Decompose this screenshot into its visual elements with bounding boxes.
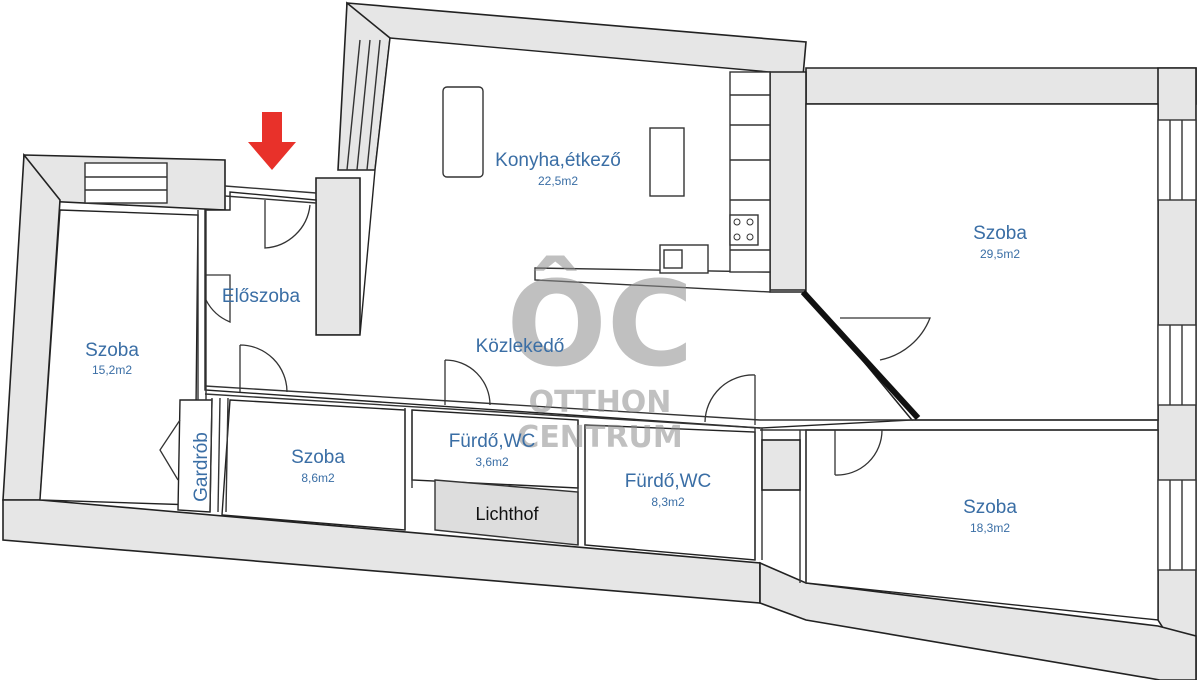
room-bottom-right-area: 18,3m2 <box>970 521 1010 535</box>
watermark: ÔC OTTHON CENTRUM <box>507 255 694 455</box>
living-large-name: Szoba <box>973 223 1027 244</box>
watermark-logo: ÔC <box>507 255 694 393</box>
kitchen-area: 22,5m2 <box>538 174 578 188</box>
bath-large-name: Fürdő,WC <box>625 471 712 492</box>
room-small-area: 8,6m2 <box>301 471 335 485</box>
stove <box>729 214 759 246</box>
kitchen-fixtures <box>442 86 759 274</box>
watermark-line2: CENTRUM <box>517 420 682 455</box>
interior-walls <box>84 39 1197 583</box>
watermark-line1: OTTHON <box>529 385 672 420</box>
living-large-area: 29,5m2 <box>980 247 1020 261</box>
dining-table <box>649 127 685 197</box>
doors <box>159 200 931 481</box>
room-left-name: Szoba <box>85 340 139 361</box>
room-small-name: Szoba <box>291 447 345 468</box>
room-labels: Konyha,étkező 22,5m2 Szoba 29,5m2 Előszo… <box>85 150 1027 535</box>
bath-small-name: Fürdő,WC <box>449 431 536 452</box>
room-left-area: 15,2m2 <box>92 363 132 377</box>
corridor-name: Közlekedő <box>476 336 565 357</box>
red-arrow-down-icon <box>248 112 296 170</box>
kitchen-name: Konyha,étkező <box>495 150 621 171</box>
room-bottom-right-name: Szoba <box>963 497 1017 518</box>
bath-large-area: 8,3m2 <box>651 495 685 509</box>
lichthof-name: Lichthof <box>475 504 539 524</box>
kitchen-island <box>442 86 484 178</box>
wardrobe-name: Gardrób <box>191 432 212 502</box>
hall-name: Előszoba <box>222 286 301 307</box>
bath-small-area: 3,6m2 <box>475 455 509 469</box>
